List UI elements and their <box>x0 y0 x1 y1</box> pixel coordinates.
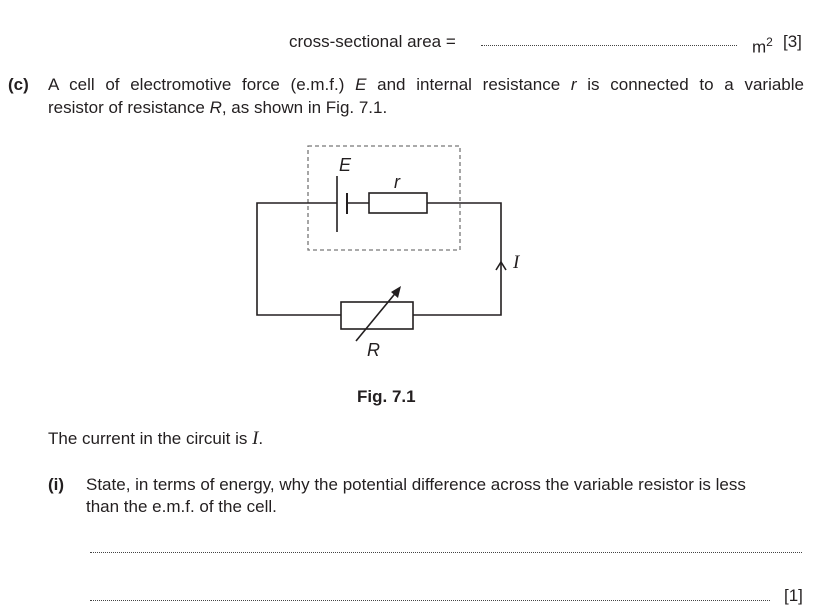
t: r <box>394 172 400 192</box>
label-r: r <box>394 172 400 192</box>
unit: m2 <box>752 32 773 58</box>
t: The current in the circuit is <box>48 429 253 448</box>
label-I: I <box>513 253 519 273</box>
sym-I: I <box>252 428 259 449</box>
answer-line-2[interactable] <box>90 600 770 601</box>
part-c-line1: A cell of electromotive force (e.m.f.) E… <box>48 75 804 95</box>
part-i-line1: State, in terms of energy, why the poten… <box>86 475 746 494</box>
cell-boundary <box>307 145 461 251</box>
t: E <box>339 155 352 175</box>
t: and internal resistance <box>366 75 571 94</box>
t: is connected to a variable <box>576 75 804 94</box>
current-text: The current in the circuit is I. <box>48 429 263 449</box>
t: A cell of electromotive force (e.m.f.) <box>48 75 356 94</box>
variable-arrow <box>355 289 399 342</box>
part-i-label: (i) <box>48 475 65 494</box>
sym-R: R <box>209 98 222 117</box>
t: resistor of resistance <box>48 98 210 117</box>
answer-line-area[interactable] <box>481 45 737 46</box>
t: , as shown in Fig. 7.1. <box>221 98 388 117</box>
marks-3: [3] <box>783 32 802 51</box>
label-E: E <box>339 155 351 175</box>
internal-resistor <box>368 192 428 214</box>
t: . <box>258 429 264 448</box>
current-arrow <box>495 260 507 271</box>
t: R <box>367 340 380 360</box>
answer-label: cross-sectional area = <box>289 32 456 51</box>
label-R: R <box>367 340 380 360</box>
marks-1: [1] <box>784 586 803 605</box>
part-c-line2: resistor of resistance R, as shown in Fi… <box>48 98 387 118</box>
unit-sup: 2 <box>766 35 773 49</box>
part-c-label: (c) <box>8 75 29 94</box>
unit-text: m <box>752 37 767 57</box>
wire-left <box>256 202 341 316</box>
part-i-line2: than the e.m.f. of the cell. <box>86 497 277 516</box>
sym-r: r <box>570 75 577 94</box>
sym-E: E <box>355 75 367 94</box>
figure-caption: Fig. 7.1 <box>357 387 416 406</box>
wire-right <box>413 202 502 316</box>
answer-line-1[interactable] <box>90 552 802 553</box>
t: I <box>513 252 520 273</box>
